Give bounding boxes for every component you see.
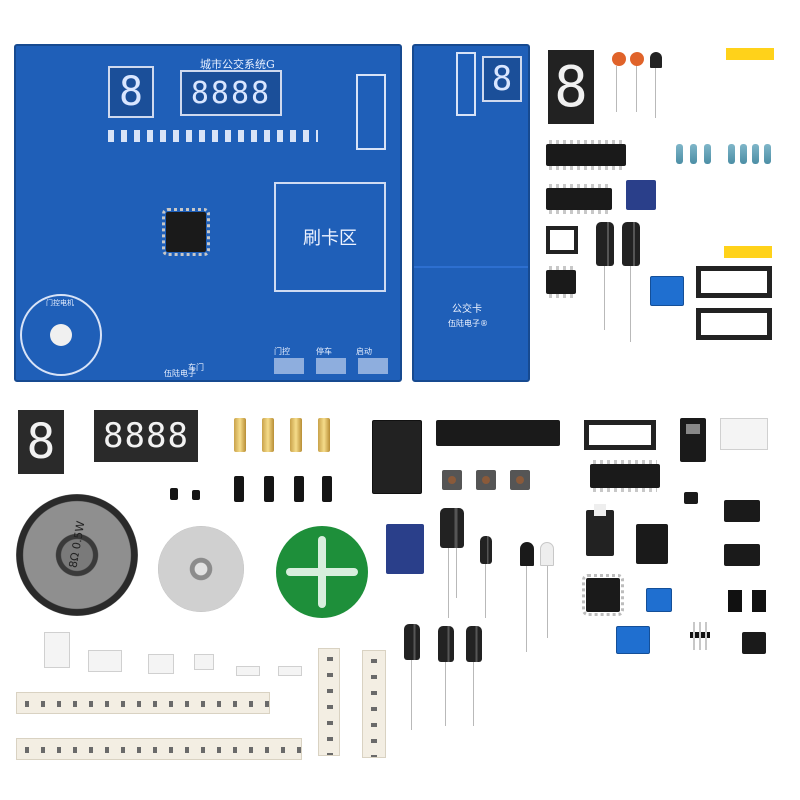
trimmer-potentiometer — [646, 588, 672, 612]
speaker: 8Ω 0.5W — [16, 494, 138, 616]
dip-chip-1 — [546, 140, 626, 170]
dip8-chip — [546, 266, 576, 298]
bottom-label-doorctl: 门控 — [274, 347, 290, 356]
voltage-regulator — [680, 418, 706, 462]
ir-led-black — [520, 542, 534, 566]
bottom-label-door: 车门 — [188, 363, 204, 372]
ceramic-capacitor-2 — [630, 52, 644, 66]
card-divider — [414, 266, 528, 268]
bottom-label-stop: 停车 — [316, 347, 332, 356]
yellow-header-top — [726, 48, 774, 60]
smd-tape-2 — [16, 738, 302, 760]
screws — [170, 476, 340, 506]
white-connector-top — [720, 418, 768, 450]
yellow-header-bottom — [724, 246, 772, 258]
smd-module-square — [636, 524, 668, 564]
card-area-label: 刷卡区 — [303, 228, 357, 249]
smd-tape-vertical-1 — [318, 648, 340, 756]
brass-standoffs — [234, 418, 330, 454]
resistor-group — [676, 60, 772, 246]
sensor-module — [626, 180, 656, 210]
electrolytic-caps-bottom — [404, 624, 484, 734]
board-title: 城市公交系统G — [200, 58, 275, 71]
smd-ic-right-2 — [724, 544, 760, 566]
card-digit-display: 8 — [482, 56, 522, 102]
smd-ic-tape — [372, 420, 422, 494]
ic-socket-bottom — [584, 420, 656, 450]
board-brand: 伍陆电子 — [164, 369, 196, 378]
smd-parts-small — [44, 632, 304, 678]
sot-chip-small — [684, 492, 698, 504]
loose-quad-display: 8888 — [94, 410, 198, 462]
quad-digit-display: 8888 — [180, 70, 282, 116]
door-motor-footprint — [20, 294, 102, 376]
smd-tape-vertical-2 — [362, 650, 386, 758]
dip-chip-bottom — [590, 460, 660, 492]
rf-module — [386, 524, 424, 574]
loose-single-display: 8 — [18, 410, 64, 474]
single-digit-display: 8 — [108, 66, 154, 118]
card-pcb-board: 8 公交卡 伍陆电子® — [412, 44, 530, 382]
jumper-caps — [728, 590, 768, 612]
card-title: 公交卡 — [452, 304, 482, 315]
ic-socket-outline — [356, 74, 386, 150]
screw-terminal-bottom — [616, 626, 650, 654]
resistor-row — [108, 130, 318, 142]
bottom-label-start: 启动 — [356, 347, 372, 356]
screw-terminal-top — [650, 276, 684, 306]
qfp-chip — [582, 574, 624, 616]
electrolytic-cap-small — [480, 536, 492, 564]
main-pcb-board: 城市公交系统G 8 8888 刷卡区 门控电机 车门 门控 停车 启动 伍陆电子 — [14, 44, 402, 382]
dip-chip-2 — [546, 184, 612, 214]
ic-socket-small — [546, 226, 578, 254]
tactile-switches — [442, 470, 532, 490]
ceramic-capacitor-1 — [612, 52, 626, 66]
mcu-chip — [162, 208, 210, 256]
ic-socket-right-2 — [696, 308, 772, 340]
electrolytic-cap-large — [440, 508, 464, 548]
loose-single-display-top: 8 — [548, 50, 594, 124]
electrolytic-cap-1 — [596, 222, 614, 266]
card-reader-area: 刷卡区 — [274, 182, 386, 292]
electrolytic-cap-2 — [622, 222, 640, 266]
dc-motor — [158, 526, 244, 612]
card-brand: 伍陆电子® — [448, 319, 488, 328]
ir-led-clear — [540, 542, 554, 566]
smd-tape-1 — [16, 692, 270, 714]
smd-ic-right-1 — [724, 500, 760, 522]
smd-ic-right-3 — [742, 632, 766, 654]
header-strip-black — [436, 420, 560, 446]
ic-socket-right-1 — [696, 266, 772, 298]
transistor — [650, 52, 662, 68]
button-footprints — [274, 358, 394, 374]
card-ic-socket — [456, 52, 476, 116]
green-touch-disc — [276, 526, 368, 618]
speaker-label: 8Ω 0.5W — [66, 520, 88, 569]
push-switch — [586, 504, 614, 556]
pin-header-3 — [690, 622, 710, 650]
door-motor-label: 门控电机 — [46, 299, 74, 307]
